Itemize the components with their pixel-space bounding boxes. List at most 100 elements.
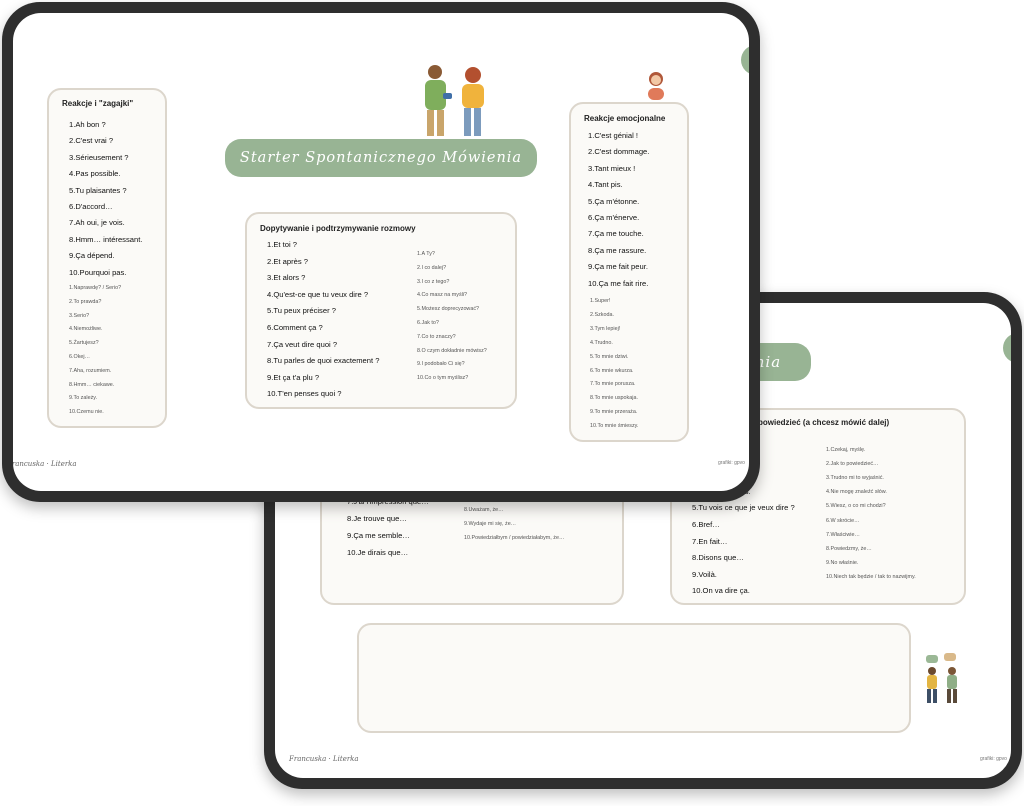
polish-translation: 5.Możesz doprecyzować? [417, 306, 480, 313]
french-phrase: 5.Tu plaisantes ? [69, 185, 127, 195]
french-phrase: 3.Tant mieux ! [588, 163, 636, 173]
french-phrase: 10.Pourquoi pas. [69, 267, 127, 277]
french-phrase: 9.Et ça t'a plu ? [267, 372, 320, 382]
polish-translation: 5.Żartujesz? [69, 340, 99, 347]
french-phrase: 8.Disons que… [692, 553, 744, 563]
french-phrase: 9.Ça me semble… [347, 531, 410, 540]
woman-portrait-illustration [648, 72, 664, 100]
polish-translation: 1.Super! [590, 298, 611, 304]
polish-translation: 8.Hmm… ciekawe. [69, 381, 115, 388]
back-page-badge [1003, 333, 1011, 363]
polish-translation: 9.No właśnie. [826, 559, 859, 566]
polish-translation: 9.To zależy. [69, 395, 98, 402]
french-phrase: 2.Et après ? [267, 256, 308, 266]
polish-translation: 5.To mnie dziwi. [590, 353, 629, 360]
polish-translation: 7.To mnie porusza. [590, 381, 636, 388]
french-phrase: 7.En fait… [692, 536, 728, 546]
polish-translation: 2.I co dalej? [417, 264, 447, 271]
polish-translation: 4.Trudno. [590, 339, 613, 346]
polish-translation: 2.Jak to powiedzieć… [826, 461, 879, 468]
french-phrase: 6.Ça m'énerve. [588, 213, 640, 222]
french-phrase: 8.Je trouve que… [347, 514, 407, 523]
polish-translation: 4.Niemożliwe. [69, 326, 103, 333]
french-phrase: 1.Ah bon ? [69, 120, 106, 129]
continue-card-title: …powiedzieć (a chcesz mówić dalej) [750, 418, 890, 427]
polish-translation: 3.Tym lepiej! [590, 325, 621, 332]
french-phrase: 6.D'accord… [69, 202, 113, 211]
french-phrase: 8.Ça me rassure. [588, 245, 647, 255]
french-phrase: 1.C'est génial ! [588, 131, 638, 140]
polish-translation: 8.Powiedzmy, że… [826, 545, 872, 552]
polish-translation: 3.Serio? [69, 312, 90, 319]
questions-card: Dopytywanie i podtrzymywanie rozmowy 1.E… [245, 212, 517, 409]
polish-translation: 6.Jak to? [417, 320, 439, 326]
french-phrase: 7.Ça veut dire quoi ? [267, 339, 338, 349]
polish-translation: 10.Powiedziałbym / powiedziałabym, że… [464, 535, 565, 541]
french-phrase: 2.C'est vrai ? [69, 136, 114, 146]
polish-translation: 2.To prawda? [69, 298, 102, 305]
polish-translation: 9.To mnie przeraża. [590, 409, 638, 416]
polish-translation: 3.I co z tego? [417, 278, 450, 285]
emotions-card: Reakcje emocjonalne 1.C'est génial !2.C'… [569, 102, 689, 442]
front-worksheet-page: Starter Spontanicznego Mówienia Reakcje … [13, 13, 749, 491]
back-brand-signature: Francuska · Literka [289, 755, 359, 763]
french-phrase: 9.Ça dépend. [69, 251, 115, 261]
polish-translation: 8.O czym dokładnie mówisz? [417, 347, 487, 354]
french-phrase: 4.Pas possible. [69, 169, 121, 179]
french-phrase: 5.Tu vois ce que je veux dire ? [692, 503, 795, 513]
back-illustration-credit: grafiki: gpvo [980, 756, 1007, 762]
french-phrase: 5.Ça m'étonne. [588, 196, 640, 206]
french-phrase: 5.Tu peux préciser ? [267, 306, 336, 316]
polish-translation: 4.Co masz na myśli? [417, 292, 468, 299]
polish-translation: 10.To mnie śmieszy. [590, 423, 639, 430]
french-phrase: 3.Sérieusement ? [69, 152, 129, 162]
front-page-badge [741, 45, 749, 75]
french-phrase: 9.Voilà. [692, 569, 717, 579]
french-phrase: 7.Ah oui, je vois. [69, 218, 125, 228]
french-phrase: 3.Et alors ? [267, 273, 306, 283]
front-brand-signature: Francuska · Literka [13, 460, 77, 468]
french-phrase: 10.T'en penses quoi ? [267, 389, 342, 399]
french-phrase: 8.Tu parles de quoi exactement ? [267, 356, 380, 366]
polish-translation: 7.Co to znaczy? [417, 333, 456, 340]
front-tablet-frame: Starter Spontanicznego Mówienia Reakcje … [2, 2, 760, 502]
people-talking-illustration [926, 653, 957, 703]
polish-translation: 8.To mnie uspokaja. [590, 395, 638, 402]
polish-translation: 6.Okej… [69, 354, 90, 360]
french-phrase: 7.Ça me touche. [588, 229, 644, 239]
polish-translation: 3.Trudno mi to wyjaśnić. [826, 475, 884, 482]
questions-card-title: Dopytywanie i podtrzymywanie rozmowy [260, 224, 416, 233]
people-chatting-illustration [425, 65, 484, 136]
polish-translation: 1.Naprawdę? / Serio? [69, 285, 122, 291]
polish-translation: 2.Szkoda. [590, 311, 614, 318]
polish-translation: 6.To mnie wkurza. [590, 367, 634, 374]
main-title-banner: Starter Spontanicznego Mówienia [225, 139, 537, 177]
french-phrase: 2.C'est dommage. [588, 147, 650, 157]
polish-translation: 1.A Ty? [417, 251, 435, 257]
polish-translation: 7.Aha, rozumiem. [69, 367, 112, 374]
polish-translation: 10.Czemu nie. [69, 409, 104, 416]
french-phrase: 4.Qu'est-ce que tu veux dire ? [267, 289, 369, 299]
polish-translation: 9.Wydaje mi się, że… [464, 520, 517, 527]
polish-translation: 5.Wiesz, o co mi chodzi? [826, 503, 886, 510]
notes-box [357, 623, 911, 733]
polish-translation: 1.Czekaj, myślę. [826, 447, 866, 453]
polish-translation: 8.Uważam, że… [464, 506, 504, 513]
french-phrase: 6.Bref… [692, 520, 720, 529]
polish-translation: 7.Właściwie… [826, 531, 860, 538]
french-phrase: 9.Ça me fait peur. [588, 262, 648, 272]
reactions-card-title: Reakcje i "zagajki" [62, 99, 134, 108]
french-phrase: 10.On va dire ça. [692, 586, 750, 596]
polish-translation: 9.I podobało Ci się? [417, 361, 465, 368]
french-phrase: 10.Ça me fait rire. [588, 278, 649, 288]
polish-translation: 10.Co o tym myślisz? [417, 375, 469, 382]
french-phrase: 1.Et toi ? [267, 240, 297, 249]
french-phrase: 6.Comment ça ? [267, 323, 323, 332]
reactions-card: Reakcje i "zagajki" 1.Ah bon ? 2.C'est vr… [47, 88, 167, 428]
french-phrase: 4.Tant pis. [588, 180, 623, 190]
polish-translation: 10.Niech tak będzie / tak to nazwijmy. [826, 573, 916, 580]
polish-translation: 6.W skrócie… [826, 517, 860, 524]
french-phrase: 8.Hmm… intéressant. [69, 234, 143, 244]
french-phrase: 10.Je dirais que… [347, 548, 409, 557]
front-illustration-credit: grafiki: gpvo [718, 460, 745, 466]
